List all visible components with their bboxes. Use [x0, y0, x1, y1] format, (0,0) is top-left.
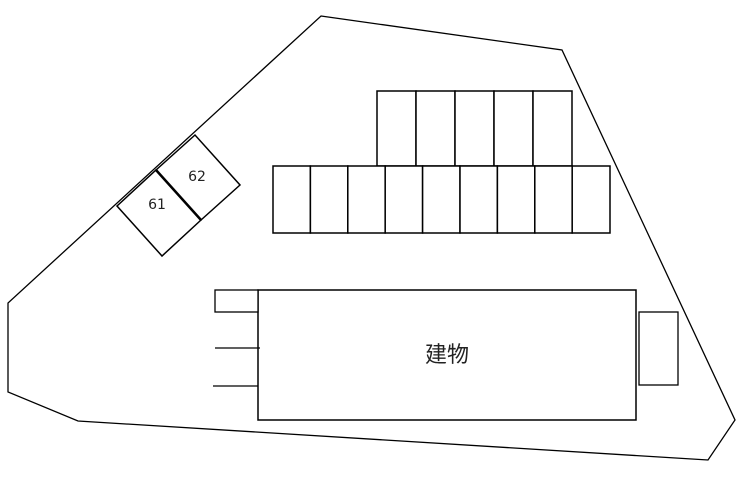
parking-row-bottom — [272, 165, 611, 234]
building-label: 建物 — [425, 343, 469, 368]
parking-label-62: 62 — [188, 169, 206, 185]
parking-space — [272, 165, 312, 234]
parking-space — [459, 165, 499, 234]
site-boundary — [7, 15, 736, 461]
parking-space — [571, 165, 611, 234]
parking-space — [493, 90, 534, 167]
parking-space — [534, 165, 573, 234]
parking-space — [384, 165, 424, 234]
building-annex-right — [638, 311, 679, 386]
building: 建物 — [213, 289, 637, 421]
parking-space — [347, 165, 386, 234]
parking-space — [376, 90, 417, 167]
parking-row-top — [376, 90, 573, 167]
parking-label-61: 61 — [148, 197, 166, 213]
parking-space — [309, 165, 349, 234]
parking-space — [532, 90, 573, 167]
parking-space — [415, 90, 456, 167]
parking-special-group: 61 62 — [115, 133, 242, 258]
parking-space — [454, 90, 495, 167]
building-annex-left — [214, 289, 259, 313]
parking-space — [421, 165, 461, 234]
parking-space — [496, 165, 536, 234]
